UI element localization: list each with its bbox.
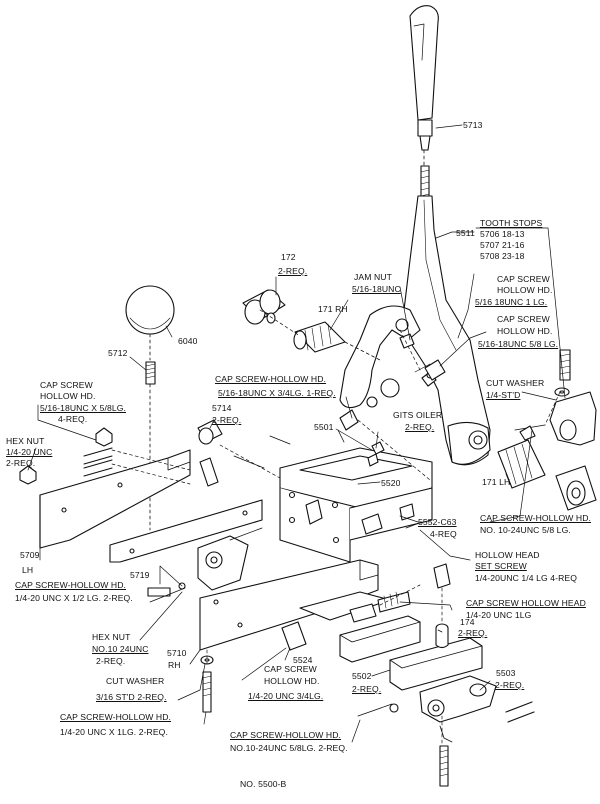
label-5524: 5524 (293, 655, 313, 665)
label-5714-req: 2-REQ. (212, 415, 242, 425)
label-5501: 5501 (314, 422, 334, 432)
label-cap-screw-n10-1: CAP SCREW-HOLLOW HD. (230, 730, 342, 740)
label-cap-hh-a-2: HOLLOW HD. (497, 285, 553, 295)
label-tooth-5707: 5707 21-16 (480, 240, 525, 250)
label-cap-hh-a-1: CAP SCREW (497, 274, 550, 284)
label-cut-washer-spec: 1/4-ST'D (486, 390, 521, 400)
label-hex-nut-req: 2-REQ. (6, 458, 36, 468)
label-cap-screw-hh-1: CAP SCREW HOLLOW HEAD (466, 598, 586, 608)
label-cap-screw-hollow-34-2: 5/16-18UNC X 3/4LG. 1-REQ. (218, 388, 336, 398)
block-5502 (339, 615, 483, 691)
label-5552-req: 4-REQ (430, 529, 457, 539)
label-174-req: 2-REQ. (458, 628, 488, 638)
label-5511: 5511 (456, 228, 475, 238)
label-6040: 6040 (178, 336, 198, 346)
label-tooth-5708: 5708 23-18 (480, 251, 525, 261)
label-5709: 5709 (20, 550, 40, 560)
label-5552-c63: 5552-C63 (418, 517, 457, 527)
label-jam-nut-spec: 5/16-18UNC (352, 284, 401, 294)
spacer-5714 (197, 419, 291, 487)
label-cap-screw-bottom-2: 1/4-20 UNC X 1/2 LG. 2-REQ. (15, 593, 133, 603)
label-174: 174 (460, 617, 475, 627)
label-cap-hh-a-3: 5/16 18UNC 1 LG. (475, 297, 548, 307)
label-171rh: 171 RH (318, 304, 348, 314)
label-cap-screw-x1-2: 1/4-20 UNC X 1LG. 2-REQ. (60, 727, 168, 737)
label-5503: 5503 (496, 668, 516, 678)
label-5520: 5520 (381, 478, 401, 488)
plate-5524 (281, 521, 423, 651)
jam-nut-assembly (337, 333, 446, 443)
label-5503-req: 2-REQ. (495, 680, 525, 690)
bottom-left-screw (200, 655, 214, 713)
label-5719: 5719 (130, 570, 150, 580)
label-hex-nut-2-req: 2-REQ. (96, 656, 126, 666)
label-cap-screw-34-1: CAP SCREW (264, 664, 317, 674)
label-set-screw-spec: 1/4-20UNC 1/4 LG 4-REQ (475, 573, 578, 583)
leader-lines (27, 124, 566, 743)
label-5710: 5710 (167, 648, 187, 658)
label-cap-screw-34-3: 1/4-20 UNC 3/4LG. (248, 691, 324, 701)
label-jam-nut: JAM NUT (354, 272, 392, 282)
label-cap-screw-left-3: 5/16-18UNC X 5/8LG. (40, 403, 126, 413)
label-5710-rh: RH (168, 660, 181, 670)
label-cap-screw-right-1: CAP SCREW-HOLLOW HD. (480, 513, 592, 523)
label-gits-oiler-req: 2-REQ. (405, 422, 435, 432)
spacer-174 (433, 563, 451, 649)
pivot-block (147, 527, 263, 597)
roller-171-lh (497, 424, 597, 511)
label-cap-hh-b-2: HOLLOW HD. (497, 326, 553, 336)
label-cap-screw-bottom-1: CAP SCREW-HOLLOW HD. (15, 580, 127, 590)
drawing-number: NO. 5500-B (240, 779, 287, 789)
label-cap-screw-left-1: CAP SCREW (40, 380, 93, 390)
label-hex-nut: HEX NUT (6, 436, 45, 446)
label-172: 172 (281, 252, 296, 262)
label-gits-oiler: GITS OILER (393, 410, 443, 420)
label-5709-lh: LH (22, 565, 34, 575)
label-5712: 5712 (108, 348, 128, 358)
label-cut-washer-2: CUT WASHER (106, 676, 165, 686)
label-tooth-stops-title: TOOTH STOPS (480, 218, 543, 228)
label-5713: 5713 (463, 120, 483, 130)
roller-171-rh (293, 321, 381, 361)
label-cap-screw-hh-2: 1/4-20 UNC 1LG (466, 610, 532, 620)
pivot-5503 (357, 675, 535, 787)
label-171lh: 171 LH (482, 477, 511, 487)
ball-knob-6040 (125, 285, 175, 531)
label-cap-screw-hollow-34-1: CAP SCREW-HOLLOW HD. (215, 374, 327, 384)
label-cap-hh-b-1: CAP SCREW (497, 314, 550, 324)
label-5714: 5714 (212, 403, 232, 413)
label-cap-screw-right-2: NO. 10-24UNC 5/8 LG. (480, 525, 571, 535)
label-cap-screw-34-2: HOLLOW HD. (264, 676, 320, 686)
label-172-req: 2-REQ. (278, 266, 308, 276)
label-hex-nut-2-spec: NO.10 24UNC (92, 644, 149, 654)
housing-5501 (279, 441, 433, 563)
label-cap-screw-left-4: 4-REQ. (58, 414, 88, 424)
label-hex-nut-spec: 1/4-20 UNC (6, 447, 53, 457)
bar-5719 (109, 499, 263, 563)
label-cut-washer: CUT WASHER (486, 378, 545, 388)
assembly-lines (111, 309, 561, 747)
shift-lever-5511 (339, 195, 491, 466)
label-cap-screw-left-2: HOLLOW HD. (40, 391, 96, 401)
roller-172 (242, 289, 286, 325)
label-cap-screw-x1-1: CAP SCREW-HOLLOW HD. (60, 712, 172, 722)
shift-handle-5713 (409, 5, 439, 201)
label-hex-nut-2: HEX NUT (92, 632, 131, 642)
label-5502-req: 2-REQ. (352, 684, 382, 694)
label-hollow-head: HOLLOW HEAD (475, 550, 540, 560)
label-set-screw: SET SCREW (475, 561, 527, 571)
tooth-stop (549, 349, 597, 446)
label-cap-hh-b-3: 5/16-18UNC 5/8 LG. (478, 339, 559, 349)
label-cut-washer-2-spec: 3/16 ST'D 2-REQ. (96, 692, 167, 702)
label-cap-screw-n10-2: NO.10-24UNC 5/8LG. 2-REQ. (230, 743, 348, 753)
label-tooth-5706: 5706 18-13 (480, 229, 525, 239)
label-5502: 5502 (352, 671, 372, 681)
left-fasteners (19, 427, 113, 485)
